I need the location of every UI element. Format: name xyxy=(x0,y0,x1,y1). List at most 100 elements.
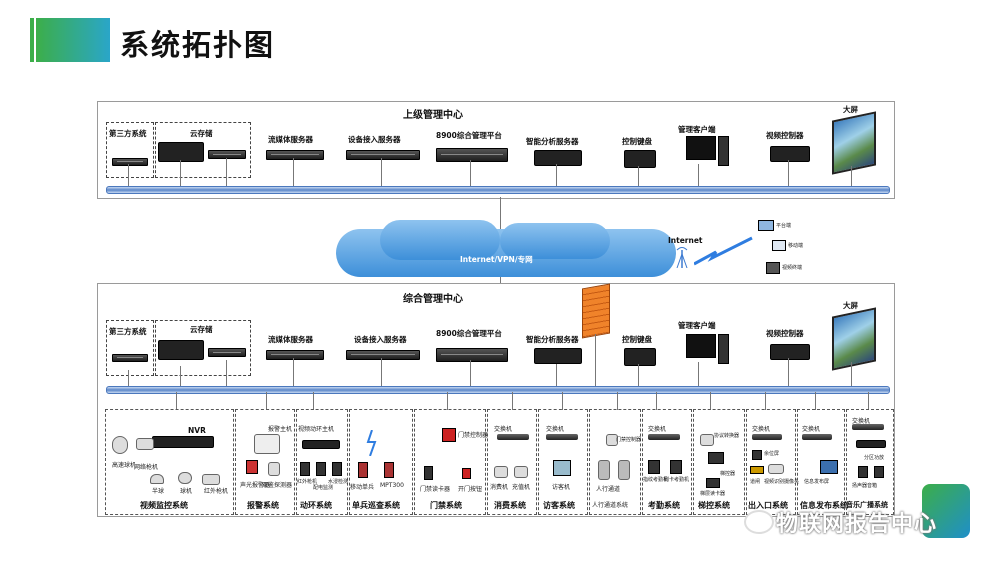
upper-storage-array xyxy=(158,142,204,162)
device-label: 门禁控制器 xyxy=(616,437,642,443)
protocol-converter xyxy=(700,434,714,446)
device-label: 梯控器 xyxy=(720,471,736,477)
subsystem-label: 音乐广播系统 xyxy=(846,501,888,509)
device-label: 红外枪机 xyxy=(297,479,318,485)
dome-camera-icon xyxy=(178,472,192,484)
lower-drop xyxy=(638,364,639,386)
wireless-signal-icon xyxy=(366,430,377,456)
watermark-text: 物联网报告中心 xyxy=(776,512,938,537)
upper-center-title: 上级管理中心 xyxy=(403,110,463,121)
device-label: 双鉴探测器 xyxy=(262,482,293,489)
elevator-reader xyxy=(706,478,720,488)
lower-label-video-ctrl: 视频控制器 xyxy=(766,329,804,338)
lower-access-server xyxy=(346,350,420,360)
subsystem-label: 消费系统 xyxy=(494,501,526,510)
env-host xyxy=(302,440,340,449)
subsystem-broadcast xyxy=(846,409,894,515)
bus-to-sub xyxy=(710,392,711,410)
subsystem-label: 视频监控系统 xyxy=(140,501,188,510)
switch-label: 交换机 xyxy=(546,426,565,433)
device-label: 开门按钮 xyxy=(458,486,483,493)
device-label: 视频识别摄像头 xyxy=(764,479,800,485)
subsystem-visitor xyxy=(538,409,588,515)
device-label: 水浸检测 xyxy=(328,479,349,485)
lower-storage-array xyxy=(158,340,204,360)
sensor-icon xyxy=(332,462,342,476)
uplink-line xyxy=(500,197,501,233)
lower-analysis-server xyxy=(534,348,582,364)
lpr-camera xyxy=(768,464,784,474)
subsystem-label: 人行通道系统 xyxy=(592,502,629,509)
upper-label-analysis: 智能分析服务器 xyxy=(526,137,579,146)
lower-drop xyxy=(180,366,181,386)
subsystem-info xyxy=(797,409,845,515)
upper-center-panel: 上级管理中心 第三方系统 云存储 流媒体服务器 设备接入服务器 8900综合管理… xyxy=(97,101,895,199)
subsystem-video xyxy=(105,409,234,515)
brand-logo xyxy=(922,484,970,538)
handheld-icon xyxy=(384,462,394,478)
device-label: 协议转换器 xyxy=(714,433,740,439)
bus-to-sub xyxy=(176,392,177,410)
wechat-icon xyxy=(744,510,774,534)
subsystem-access xyxy=(414,409,486,515)
lower-client-monitor xyxy=(686,334,716,358)
pos-icon xyxy=(514,466,528,478)
lower-center-panel: 综合管理中心 第三方系统 云存储 流媒体服务器 设备接入服务器 8900综合管理… xyxy=(97,283,895,517)
detector-icon xyxy=(268,462,280,476)
device-label: 刷卡考勤机 xyxy=(664,477,690,483)
camera-icon xyxy=(136,438,154,450)
device-label: 指纹考勤机 xyxy=(643,477,669,483)
switch-icon xyxy=(852,424,884,430)
device-label: 扬声器音箱 xyxy=(852,483,878,489)
upper-drop xyxy=(851,166,852,186)
network-cloud-label: Internet/VPN/专网 xyxy=(460,255,533,264)
barrier-gate xyxy=(750,466,764,474)
lower-label-access: 设备接入服务器 xyxy=(354,335,407,344)
lower-network-bus xyxy=(106,386,890,394)
device-label: 充值机 xyxy=(512,484,531,491)
lower-third-party-server xyxy=(112,354,148,362)
lower-drop xyxy=(226,360,227,386)
bus-to-sub xyxy=(815,392,816,410)
mobile-label-platform: 平台端 xyxy=(776,223,792,229)
visitor-terminal xyxy=(553,460,571,476)
upper-drop xyxy=(788,160,789,186)
subsystem-attendance xyxy=(642,409,692,515)
upper-label-client: 管理客户端 xyxy=(678,125,716,134)
device-label: 配电监测 xyxy=(313,485,334,491)
dome-camera-icon xyxy=(150,474,164,484)
subsystem-label: 访客系统 xyxy=(543,501,575,510)
title-accent-bar xyxy=(30,18,34,62)
device-label: 高速球机 xyxy=(112,462,137,469)
device-label: MPT300 xyxy=(380,482,404,489)
upper-label-platform: 8900综合管理平台 xyxy=(436,131,502,140)
camera-icon xyxy=(202,474,220,485)
lower-third-party-label: 第三方系统 xyxy=(109,327,147,336)
lower-label-screen: 大屏 xyxy=(843,301,858,310)
bus-to-sub xyxy=(512,392,513,410)
exit-button-icon xyxy=(462,468,471,479)
mobile-laptop xyxy=(758,220,774,231)
subsystem-consumption xyxy=(487,409,537,515)
upper-drop xyxy=(226,158,227,186)
sensor-icon xyxy=(316,462,326,476)
switch-icon xyxy=(497,434,529,440)
subsystem-patrol xyxy=(349,409,413,515)
speaker-icon xyxy=(874,466,884,478)
subsystem-label: 报警系统 xyxy=(247,501,279,510)
access-controller xyxy=(442,428,456,442)
card-attendance-device xyxy=(670,460,682,474)
lower-drop xyxy=(788,358,789,386)
amplifier xyxy=(856,440,886,448)
device-label: 人行通道 xyxy=(596,486,621,493)
subsystem-elevator xyxy=(693,409,745,515)
device-label: 余位屏 xyxy=(764,451,780,457)
lower-drop xyxy=(293,358,294,386)
upper-client-tower xyxy=(718,136,729,166)
lower-stream-server xyxy=(266,350,324,360)
access-controller-label: 门禁控制器 xyxy=(458,432,489,439)
device-label: 红外枪机 xyxy=(204,488,229,495)
handheld-icon xyxy=(358,462,368,478)
camera-icon xyxy=(112,436,128,454)
lower-cloud-storage-box xyxy=(155,320,251,376)
